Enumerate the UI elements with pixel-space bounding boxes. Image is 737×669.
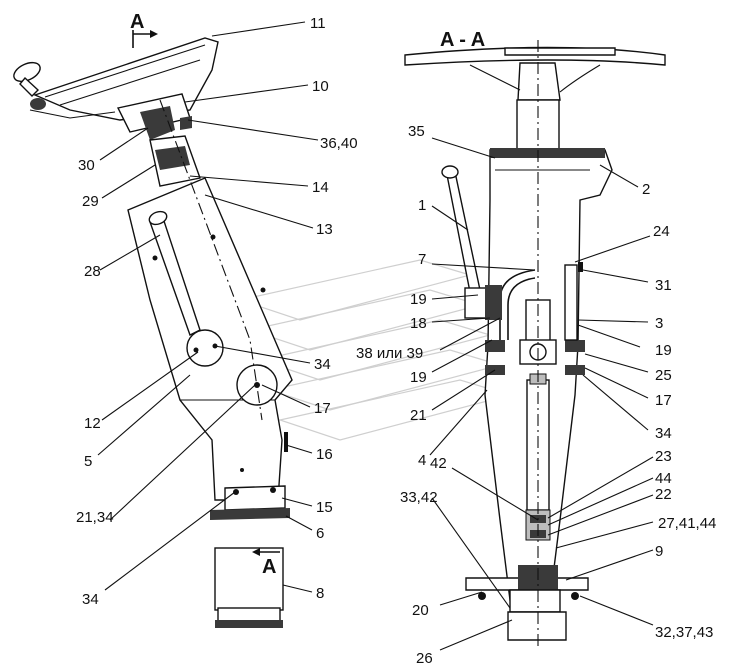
section-marker-bottom: A [262, 556, 276, 578]
callout-label: 7 [418, 251, 426, 268]
callout-label: 3 [655, 315, 663, 332]
callout-label: 18 [410, 315, 427, 332]
callout-label: 21,34 [76, 509, 114, 526]
callout-label: 6 [316, 525, 324, 542]
callout-label: 34 [82, 591, 99, 608]
callout-label: 44 [655, 470, 672, 487]
callout-label: 23 [655, 448, 672, 465]
section-title: A - A [440, 29, 485, 51]
callout-label: 30 [78, 157, 95, 174]
right-view: A - A [356, 29, 716, 667]
callout-label: 20 [412, 602, 429, 619]
callout-label: 33,42 [400, 489, 438, 506]
callout-label: 10 [312, 78, 329, 95]
callout-label: 22 [655, 486, 672, 503]
callout-label: 1 [418, 197, 426, 214]
callout-label: 5 [84, 453, 92, 470]
callout-label: 9 [655, 543, 663, 560]
callout-label: 12 [84, 415, 101, 432]
left-view: A [13, 11, 358, 628]
callout-label: 34 [655, 425, 672, 442]
callout-label: 16 [316, 446, 333, 463]
callout-label: 36,40 [320, 135, 358, 152]
callout-label: 42 [430, 455, 447, 472]
callout-label: 15 [316, 499, 333, 516]
callout-label: 4 [418, 452, 426, 469]
callout-label: 17 [314, 400, 331, 417]
callout-label: 27,41,44 [658, 515, 716, 532]
callout-label: 14 [312, 179, 329, 196]
callout-label: 17 [655, 392, 672, 409]
callout-label: 32,37,43 [655, 624, 713, 641]
callout-label: 35 [408, 123, 425, 140]
callout-label: 25 [655, 367, 672, 384]
callout-label: 29 [82, 193, 99, 210]
callout-label: 2 [642, 181, 650, 198]
section-marker-top: A [130, 11, 144, 33]
callout-label: 21 [410, 407, 427, 424]
callout-label: 19 [410, 291, 427, 308]
callout-label: 13 [316, 221, 333, 238]
callout-label: 34 [314, 356, 331, 373]
callout-label: 28 [84, 263, 101, 280]
callout-label: 24 [653, 223, 670, 240]
callout-label: 8 [316, 585, 324, 602]
callout-label: 31 [655, 277, 672, 294]
callout-label: 19 [410, 369, 427, 386]
callout-label: 38 или 39 [356, 345, 423, 362]
callout-label: 26 [416, 650, 433, 667]
callout-label: 11 [310, 15, 326, 32]
callout-label: 19 [655, 342, 672, 359]
